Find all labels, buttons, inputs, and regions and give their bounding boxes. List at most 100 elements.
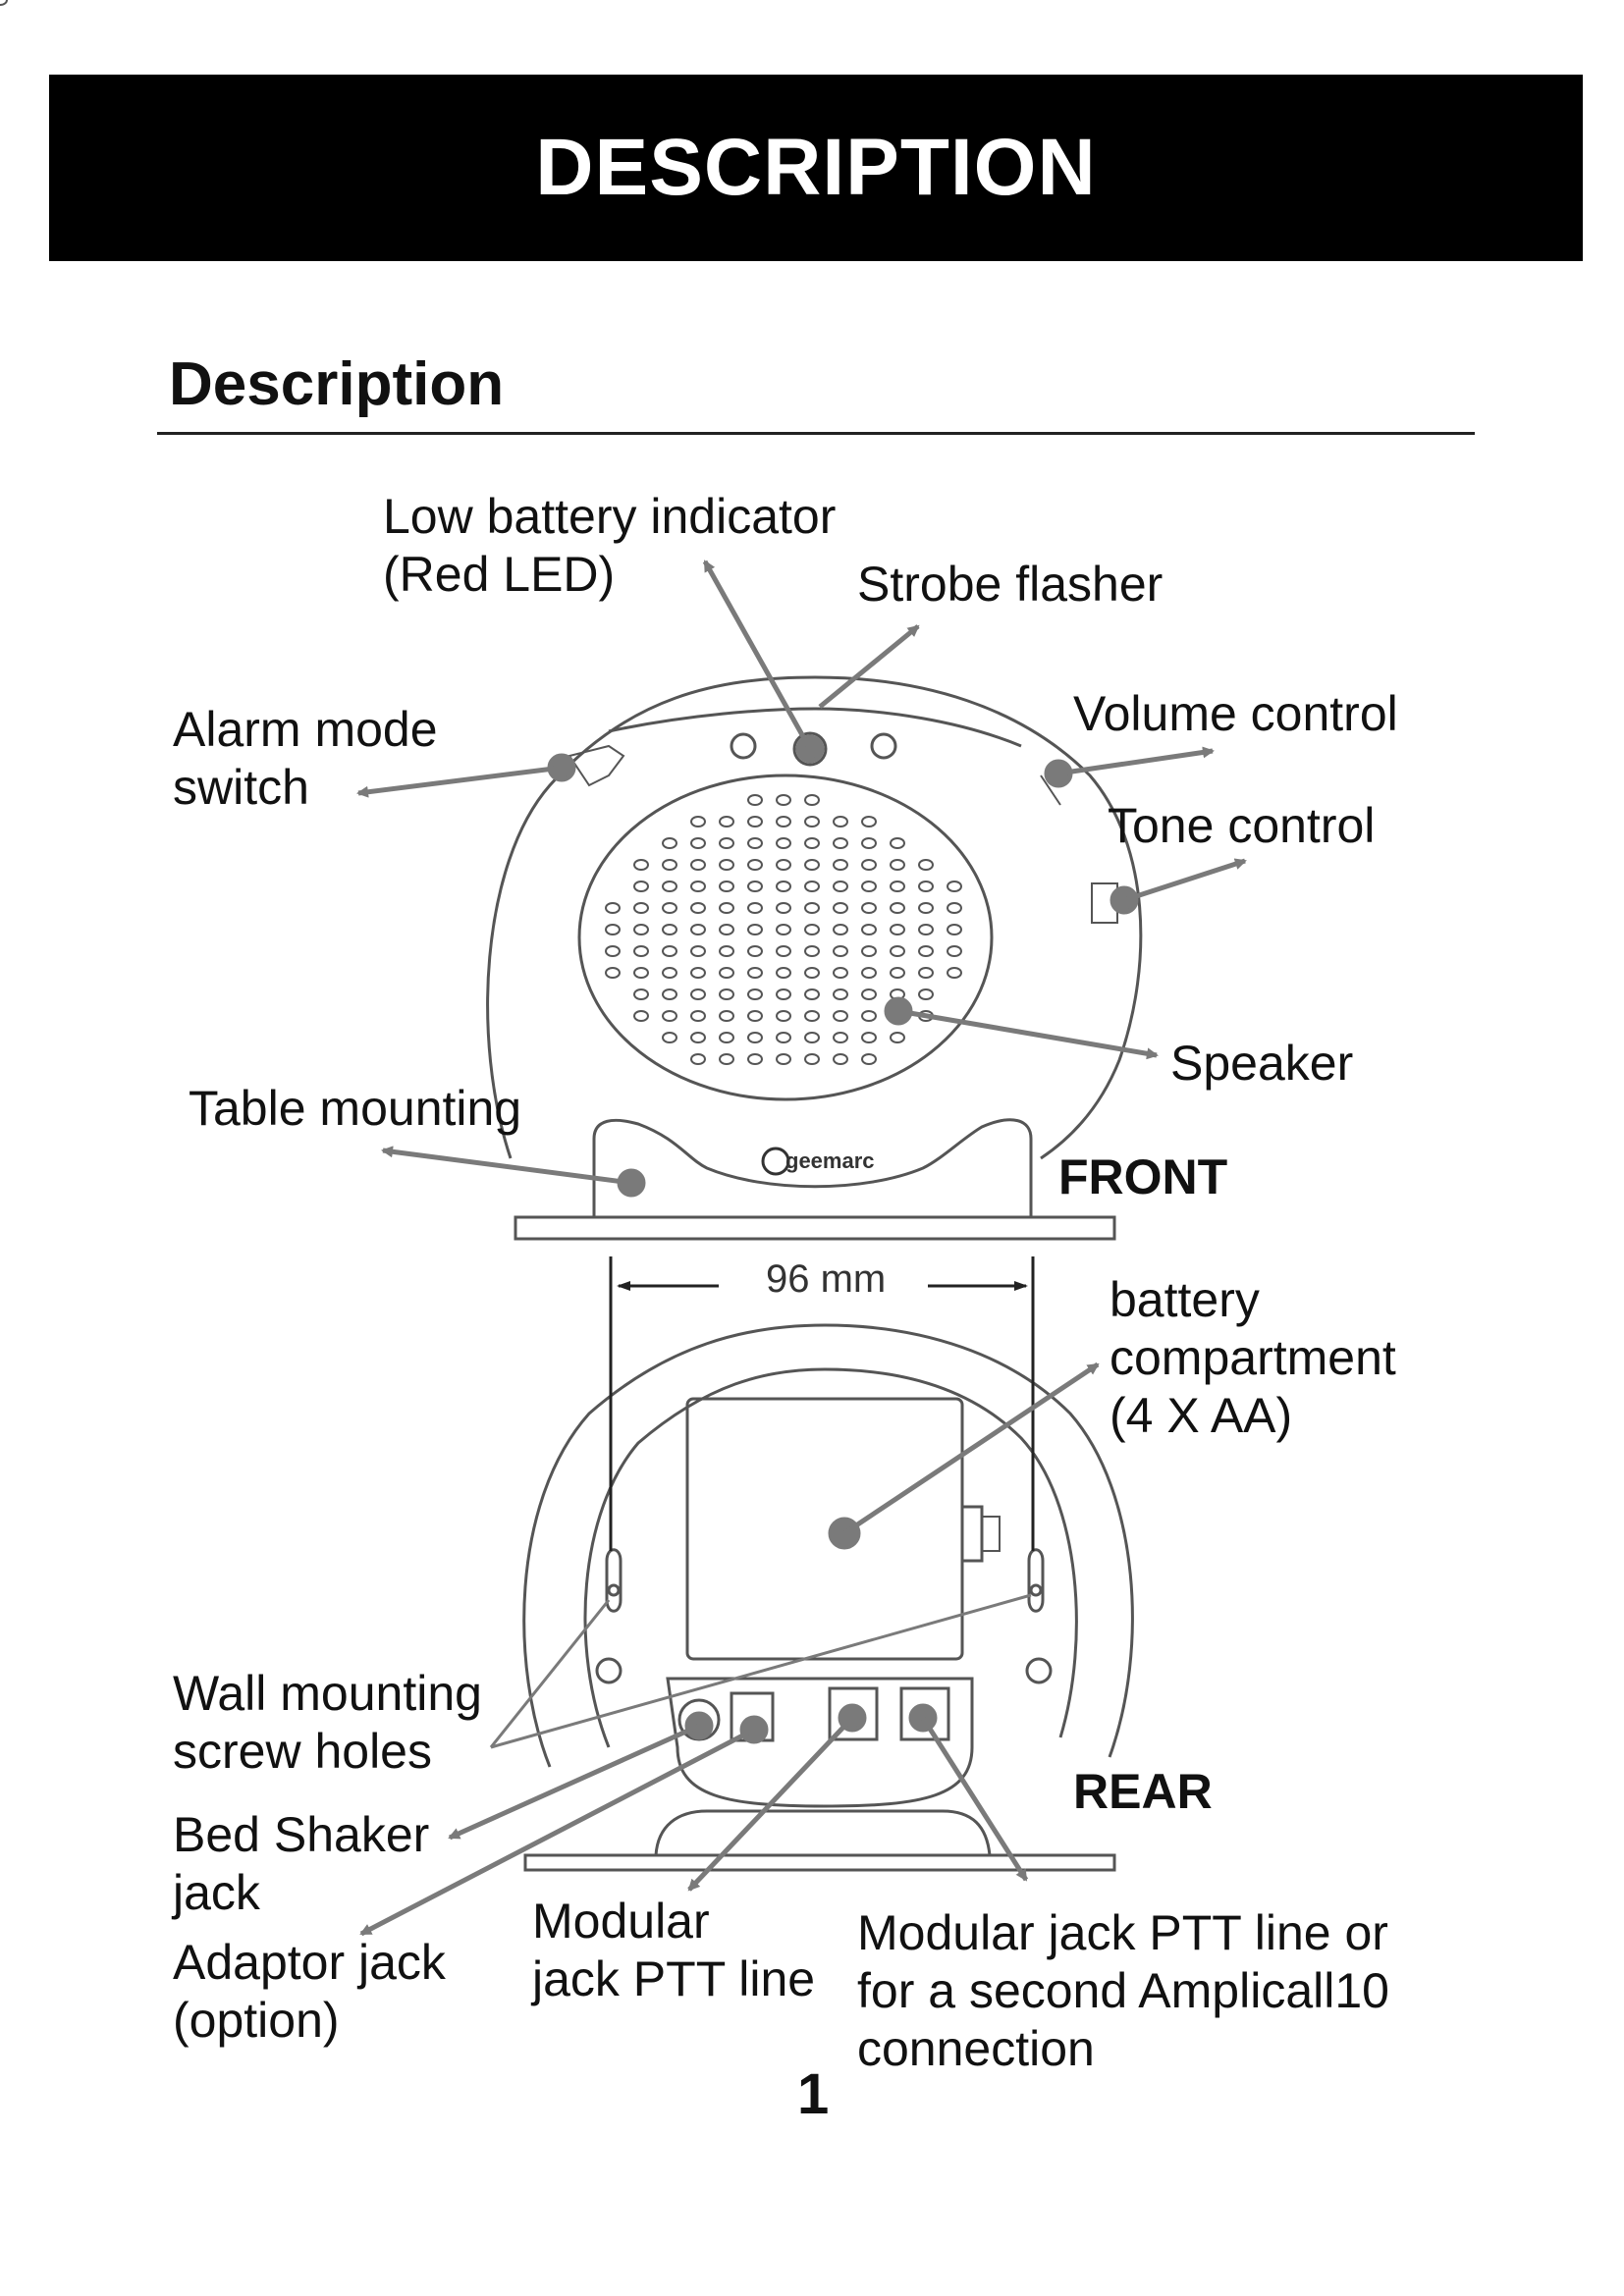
speaker-hole-pattern <box>605 794 962 1065</box>
speaker-hole <box>833 1053 848 1065</box>
speaker-hole <box>861 945 877 957</box>
speaker-hole <box>690 881 706 892</box>
speaker-hole <box>833 988 848 1000</box>
speaker-hole <box>776 859 791 871</box>
speaker-hole <box>833 967 848 979</box>
speaker-hole <box>662 967 677 979</box>
section-title: Description <box>169 350 505 418</box>
label-modular-jack-ptt: Modular jack PTT line <box>532 1894 816 2006</box>
speaker-hole <box>690 816 706 828</box>
speaker-hole <box>918 988 934 1000</box>
speaker-hole <box>861 881 877 892</box>
speaker-hole <box>776 1053 791 1065</box>
label-battery-compartment: battery compartment (4 X AA) <box>1110 1272 1396 1443</box>
speaker-hole <box>804 816 820 828</box>
speaker-hole <box>804 1032 820 1043</box>
speaker-hole <box>662 988 677 1000</box>
page-number: 1 <box>797 2062 830 2126</box>
speaker-hole <box>776 945 791 957</box>
speaker-hole <box>804 945 820 957</box>
speaker-hole <box>947 945 962 957</box>
speaker-hole <box>804 988 820 1000</box>
rear-view <box>522 1323 1134 1872</box>
speaker-hole <box>861 816 877 828</box>
speaker-hole <box>833 1010 848 1022</box>
speaker-hole <box>776 967 791 979</box>
speaker-hole <box>861 859 877 871</box>
speaker-hole <box>747 794 763 806</box>
speaker-hole <box>833 902 848 914</box>
speaker-hole <box>804 924 820 935</box>
speaker-hole <box>776 988 791 1000</box>
label-front: FRONT <box>1058 1149 1228 1204</box>
speaker-hole <box>719 924 734 935</box>
rear-body-outline <box>522 1323 1134 1768</box>
dimension-96mm <box>609 1256 1035 1551</box>
front-view <box>486 675 1143 1241</box>
label-dimension: 96 mm <box>766 1257 887 1301</box>
speaker-hole <box>947 967 962 979</box>
speaker-hole <box>662 1032 677 1043</box>
speaker-hole <box>890 924 905 935</box>
speaker-hole <box>747 988 763 1000</box>
speaker-hole <box>776 881 791 892</box>
speaker-hole <box>804 837 820 849</box>
speaker-hole <box>833 924 848 935</box>
speaker-hole <box>804 859 820 871</box>
speaker-hole <box>918 859 934 871</box>
speaker-hole <box>747 816 763 828</box>
speaker-hole <box>605 902 621 914</box>
speaker-hole <box>776 1010 791 1022</box>
speaker-hole <box>804 967 820 979</box>
speaker-hole <box>747 837 763 849</box>
speaker-hole <box>833 881 848 892</box>
speaker-holes <box>0 0 8 6</box>
speaker-hole <box>690 837 706 849</box>
label-bed-shaker-jack: Bed Shaker jack <box>173 1807 430 1920</box>
speaker-hole <box>947 924 962 935</box>
label-strobe-flasher: Strobe flasher <box>857 557 1164 612</box>
speaker-hole <box>690 967 706 979</box>
speaker-hole <box>633 1010 649 1022</box>
speaker-hole <box>747 924 763 935</box>
speaker-hole <box>662 902 677 914</box>
speaker-hole <box>747 859 763 871</box>
speaker-hole <box>633 881 649 892</box>
speaker-hole <box>690 945 706 957</box>
speaker-hole <box>776 837 791 849</box>
speaker-hole <box>776 1032 791 1043</box>
speaker-hole <box>719 902 734 914</box>
speaker-hole <box>833 859 848 871</box>
speaker-hole <box>633 859 649 871</box>
speaker-hole <box>833 816 848 828</box>
speaker-hole <box>633 924 649 935</box>
speaker-hole <box>605 967 621 979</box>
speaker-hole <box>662 924 677 935</box>
speaker-hole <box>690 859 706 871</box>
label-rear: REAR <box>1073 1764 1213 1819</box>
speaker-hole <box>861 1010 877 1022</box>
speaker-hole <box>719 945 734 957</box>
callout-arrows <box>356 560 1247 1937</box>
speaker-hole <box>804 881 820 892</box>
speaker-hole <box>861 837 877 849</box>
speaker-hole <box>890 837 905 849</box>
speaker-hole <box>690 1032 706 1043</box>
brand-logo: geemarc <box>785 1148 875 1173</box>
speaker-hole <box>804 1010 820 1022</box>
speaker-hole <box>662 1010 677 1022</box>
section-divider <box>157 432 1475 435</box>
speaker-hole <box>861 902 877 914</box>
speaker-hole <box>833 837 848 849</box>
battery-compartment <box>685 1397 964 1661</box>
speaker-hole <box>947 881 962 892</box>
label-tone-control: Tone control <box>1108 798 1376 853</box>
speaker-hole <box>776 924 791 935</box>
speaker-hole <box>747 881 763 892</box>
speaker-hole <box>747 1053 763 1065</box>
label-modular-jack-second: Modular jack PTT line or for a second Am… <box>857 1905 1389 2076</box>
speaker-hole <box>918 945 934 957</box>
speaker-hole <box>633 967 649 979</box>
speaker-hole <box>890 1032 905 1043</box>
speaker-hole <box>776 794 791 806</box>
